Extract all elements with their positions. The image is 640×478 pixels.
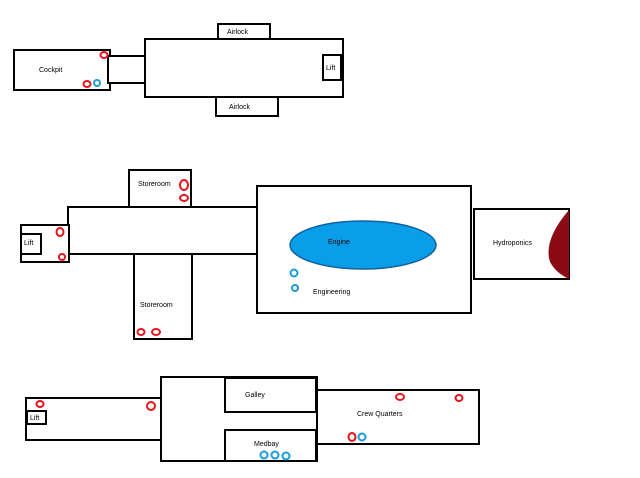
storeroom-bottom-room bbox=[133, 252, 193, 340]
red-marker bbox=[35, 400, 45, 408]
red-marker bbox=[99, 51, 109, 59]
blue-marker bbox=[289, 268, 299, 278]
blue-marker bbox=[270, 450, 280, 460]
galley-room bbox=[224, 377, 317, 413]
red-marker bbox=[179, 179, 189, 191]
main-hall-2 bbox=[67, 206, 259, 255]
lift-2-shaft bbox=[20, 233, 42, 255]
red-marker bbox=[136, 328, 146, 336]
blue-marker bbox=[281, 451, 291, 461]
cockpit-label: Cockpit bbox=[39, 67, 62, 74]
deck-1: Cockpit Airlock Airlock Lift bbox=[13, 23, 344, 117]
red-marker bbox=[395, 393, 405, 401]
red-marker bbox=[55, 227, 65, 237]
blue-marker bbox=[93, 79, 101, 87]
blue-marker bbox=[259, 450, 269, 460]
hydroponics-label: Hydroponics bbox=[493, 240, 532, 247]
engineering-label: Engineering bbox=[313, 289, 350, 296]
engine-core bbox=[289, 220, 437, 270]
lift-1-label: Lift bbox=[326, 65, 335, 72]
red-marker bbox=[58, 253, 66, 261]
lift-3-room bbox=[26, 410, 47, 425]
engine-label: Engine bbox=[328, 239, 350, 246]
deck-3: Lift Galley Medbay Crew Quarters bbox=[25, 376, 480, 462]
lift-3-label: Lift bbox=[30, 415, 39, 422]
storeroom-top-label: Storeroom bbox=[138, 181, 171, 188]
corridor-3 bbox=[25, 397, 162, 441]
main-hall-1 bbox=[144, 38, 344, 98]
storeroom-bottom-label: Storeroom bbox=[140, 302, 173, 309]
crew-quarters-label: Crew Quarters bbox=[357, 411, 403, 418]
corridor-1 bbox=[107, 55, 151, 84]
red-marker bbox=[146, 401, 156, 411]
medbay-room bbox=[224, 429, 317, 462]
galley-label: Galley bbox=[245, 392, 265, 399]
red-marker bbox=[151, 328, 161, 336]
blue-marker bbox=[291, 284, 299, 292]
blue-marker bbox=[357, 432, 367, 442]
red-marker bbox=[347, 432, 357, 442]
airlock-top-label: Airlock bbox=[227, 29, 249, 36]
deck-2: Storeroom Storeroom Lift Engine Engineer… bbox=[20, 169, 570, 340]
lift-1-room bbox=[322, 54, 342, 81]
red-marker bbox=[179, 194, 189, 202]
red-marker bbox=[454, 394, 464, 402]
medbay-label: Medbay bbox=[254, 441, 279, 448]
hydroponics-planter bbox=[548, 210, 569, 279]
lift-2-label: Lift bbox=[24, 240, 33, 247]
cockpit-room bbox=[13, 49, 111, 91]
airlock-bottom-label: Airlock bbox=[229, 104, 251, 111]
red-marker bbox=[82, 80, 92, 88]
